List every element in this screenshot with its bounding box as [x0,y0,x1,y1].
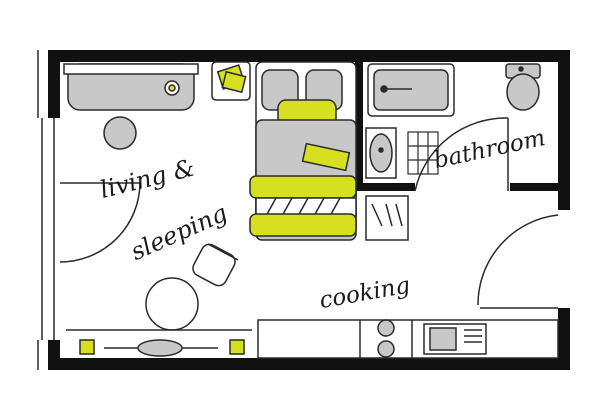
window-sill [66,329,252,357]
shower [367,63,455,117]
side-table [211,61,251,101]
kitchen-counter [257,319,559,359]
round-table [145,277,199,331]
toilet [505,63,541,111]
kitchen-sink [423,323,487,355]
drain-grid [407,131,439,175]
door-entrance [477,214,559,309]
hob [377,319,395,358]
bench [63,63,199,111]
door-left [59,182,141,263]
window-left [37,50,55,370]
wardrobe [365,195,409,241]
walls [48,50,570,370]
door-bathroom [414,117,509,192]
chairs [192,243,239,287]
bed [249,61,357,241]
stool [103,116,137,150]
bathroom-sink [365,127,397,179]
